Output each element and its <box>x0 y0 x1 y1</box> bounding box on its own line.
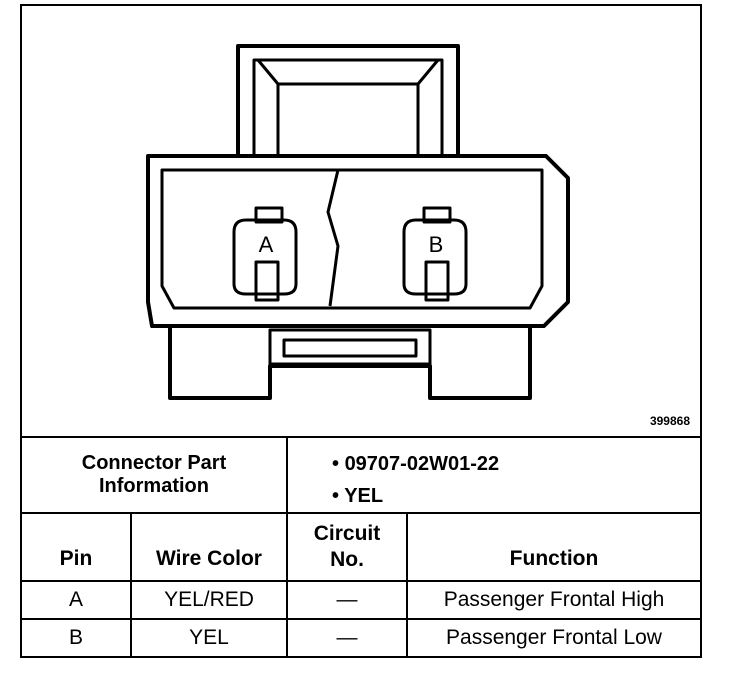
connector-skirt <box>168 326 532 400</box>
pin-b-label: B <box>429 232 444 257</box>
row-b-pin: B <box>68 626 83 649</box>
row-b-wire-color: YEL <box>189 626 229 649</box>
header-function: Function <box>509 547 599 570</box>
header-wire-color: Wire Color <box>156 547 262 570</box>
connector-face-drawing: A B <box>146 44 570 400</box>
row-b-circuit: — <box>336 626 358 649</box>
part-color: YEL <box>332 480 499 512</box>
connector-latch <box>236 44 460 156</box>
cavity-b <box>402 218 468 296</box>
row-a-wire-color: YEL/RED <box>164 588 254 611</box>
row-a-pin: A <box>68 588 83 611</box>
row-a-circuit: — <box>336 588 358 611</box>
connector-body <box>146 154 570 328</box>
part-info-label: Connector Part Information <box>81 452 227 497</box>
connector-diagram-frame: A B 399868 Connector Part Information 09… <box>20 4 702 658</box>
header-circuit-no: Circuit No. <box>313 522 381 571</box>
figure-number: 399868 <box>649 414 690 428</box>
cavity-a <box>232 218 298 296</box>
row-a-function: Passenger Frontal High <box>443 588 665 611</box>
part-info-list: 09707-02W01-22 YEL <box>332 448 499 512</box>
pin-a-label: A <box>259 232 274 257</box>
header-pin: Pin <box>59 547 93 570</box>
part-number: 09707-02W01-22 <box>332 448 500 480</box>
row-b-function: Passenger Frontal Low <box>446 626 662 649</box>
